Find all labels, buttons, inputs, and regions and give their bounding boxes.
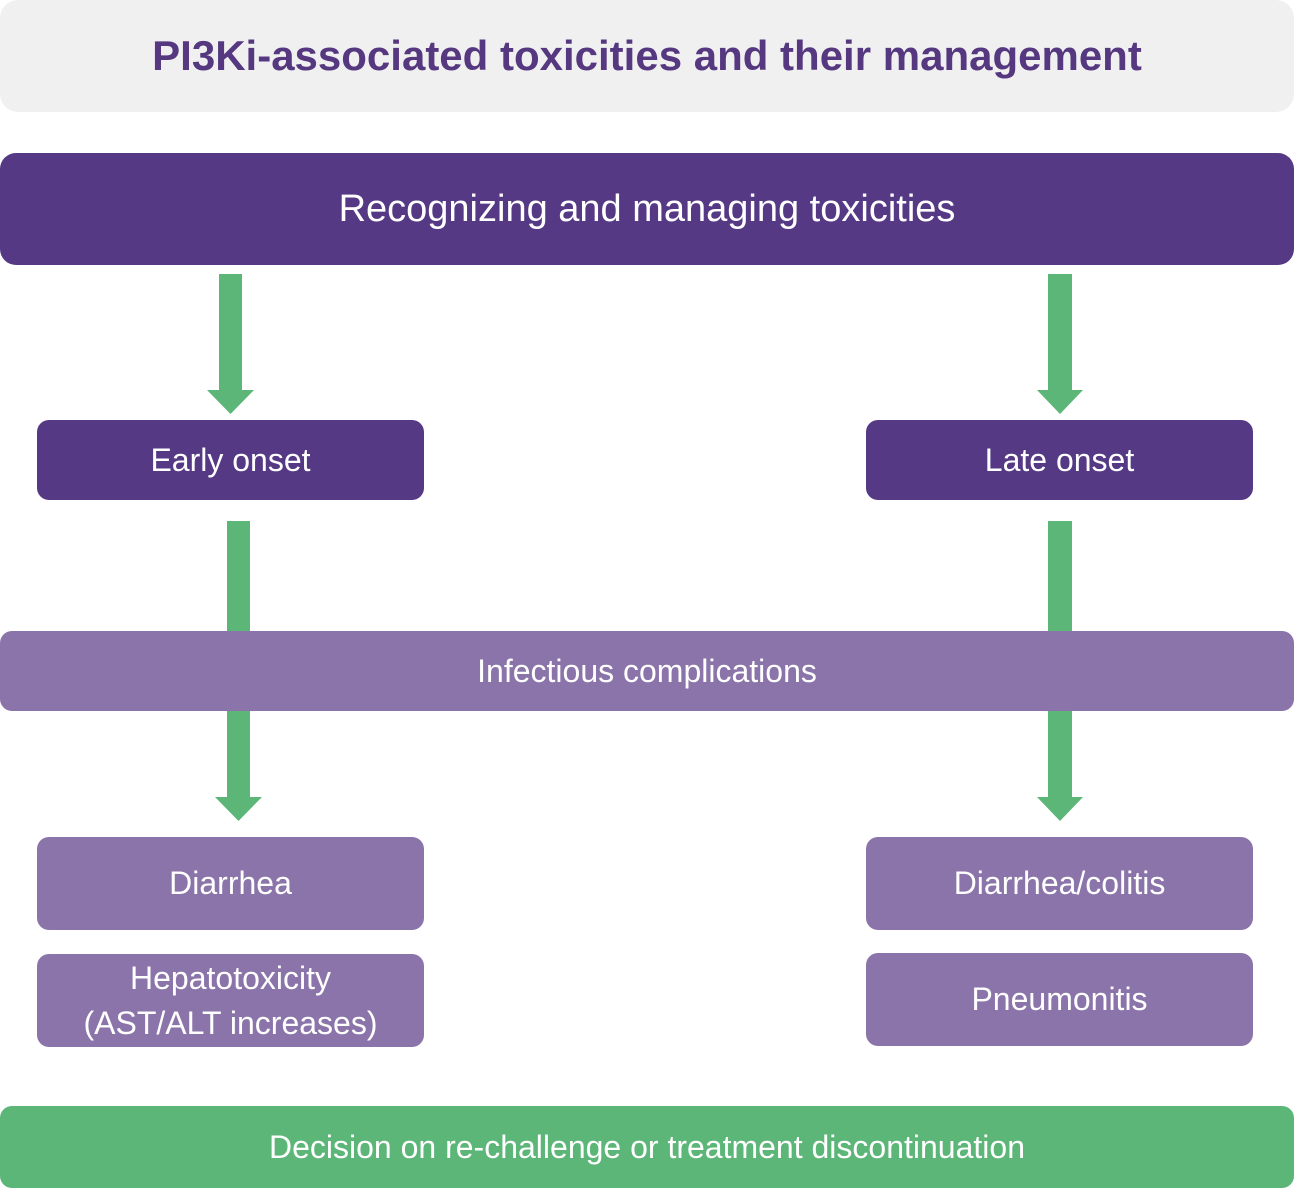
- infectious-complications-box: Infectious complications: [0, 631, 1294, 711]
- early-toxicity-box-diarrhea: Diarrhea: [37, 837, 424, 930]
- arrow-main-to-late: [1037, 274, 1083, 414]
- early-onset-label: Early onset: [150, 441, 311, 478]
- late-onset-label: Late onset: [984, 441, 1135, 478]
- late-toxicity-label: Diarrhea/colitis: [953, 865, 1166, 902]
- diagram-title: PI3Ki-associated toxicities and their ma…: [0, 0, 1294, 112]
- early-toxicity-label: Hepatotoxicity (AST/ALT increases): [83, 959, 378, 1041]
- decision-label: Decision on re-challenge or treatment di…: [269, 1128, 1025, 1165]
- arrow-main-to-early: [207, 274, 254, 414]
- late-toxicity-box-diarrhea-colitis: Diarrhea/colitis: [866, 837, 1253, 930]
- decision-box: Decision on re-challenge or treatment di…: [0, 1106, 1294, 1188]
- late-toxicity-box-pneumonitis: Pneumonitis: [866, 953, 1253, 1046]
- early-toxicity-label: Diarrhea: [169, 865, 292, 902]
- late-toxicity-label: Pneumonitis: [971, 981, 1148, 1018]
- early-onset-box: Early onset: [37, 420, 424, 500]
- early-toxicity-box-hepatotoxicity: Hepatotoxicity (AST/ALT increases): [37, 954, 424, 1047]
- main-step-box: Recognizing and managing toxicities: [0, 153, 1294, 265]
- main-step-label: Recognizing and managing toxicities: [338, 187, 956, 230]
- infectious-complications-label: Infectious complications: [477, 652, 817, 689]
- late-onset-box: Late onset: [866, 420, 1253, 500]
- diagram-title-text: PI3Ki-associated toxicities and their ma…: [152, 32, 1142, 79]
